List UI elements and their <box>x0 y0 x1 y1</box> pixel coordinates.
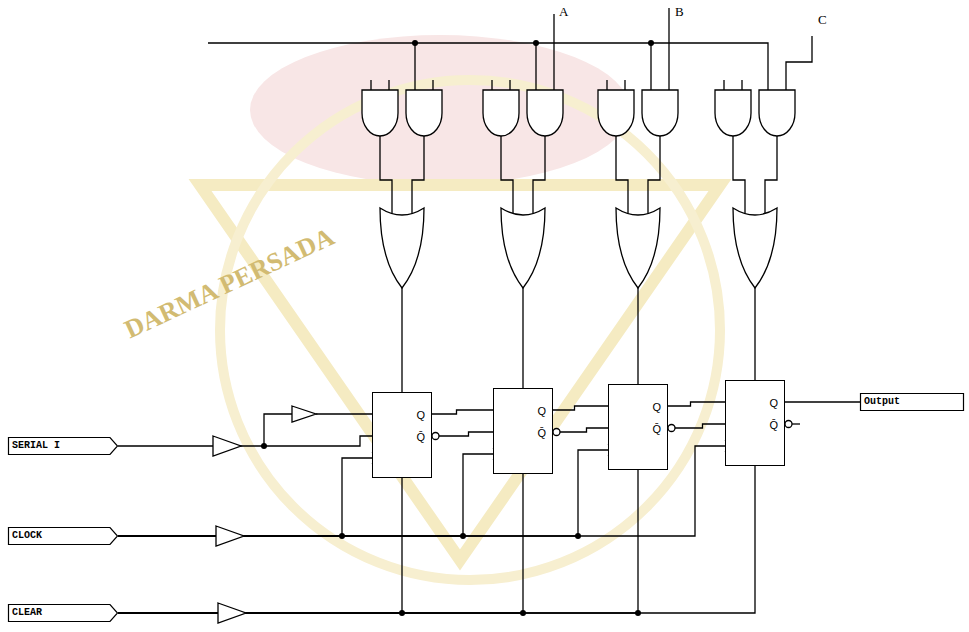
and-gate <box>598 90 634 136</box>
gate-wire <box>616 136 660 214</box>
signal-wire <box>432 432 493 436</box>
signal-c-wire <box>786 36 812 90</box>
junction-dot <box>575 533 581 539</box>
and-gate <box>483 90 519 136</box>
or-gates <box>380 208 777 288</box>
output-label: Q <box>652 400 661 414</box>
buffer-symbol <box>292 406 316 422</box>
junction-dot <box>648 40 654 46</box>
input-pin: CLEAR <box>8 604 118 622</box>
signal-name: C <box>818 12 827 28</box>
junction-dot <box>533 40 539 46</box>
bus-tap <box>415 43 651 90</box>
and-gate <box>759 90 795 136</box>
gate-wire <box>733 136 777 214</box>
or-gate <box>616 208 660 288</box>
signal-wire <box>553 428 608 432</box>
buffer-symbol <box>216 526 244 546</box>
output-label: Q <box>416 408 425 422</box>
signal-wire <box>118 458 372 536</box>
logo-ring <box>220 80 720 580</box>
signal-name: A <box>559 4 568 20</box>
flip-flop: Q Q̄ <box>372 392 432 478</box>
output-label: Q <box>769 396 778 410</box>
junction-dot <box>339 533 345 539</box>
signal-wire <box>118 466 755 613</box>
pin-name: CLEAR <box>12 607 42 619</box>
output-label: Q̄ <box>416 430 425 444</box>
output-label: Q <box>537 404 546 418</box>
flip-flop: Q Q̄ <box>493 388 553 474</box>
output-pin: Output <box>860 393 964 411</box>
or-gate <box>501 208 545 288</box>
and-gate <box>642 90 678 136</box>
inversion-bubble <box>668 425 675 432</box>
inversion-bubble <box>553 429 560 436</box>
output-label: Q̄ <box>769 418 778 432</box>
or-gate <box>380 208 424 288</box>
signal-b-wire <box>668 8 669 90</box>
inversion-bubble <box>785 421 792 428</box>
q-bar-stub <box>792 423 800 424</box>
buffer-symbol <box>218 603 246 623</box>
and-gates <box>362 90 795 136</box>
bus-wire <box>208 43 768 90</box>
junction-dot <box>261 443 267 449</box>
signal-a-wire <box>553 14 554 90</box>
junctions <box>261 40 654 616</box>
flip-flop: Q Q̄ <box>608 384 668 470</box>
junction-dot <box>520 610 526 616</box>
watermark: DARMA PERSADA <box>120 222 339 345</box>
pin-name: CLOCK <box>12 530 42 542</box>
input-pin: SERIAL I <box>8 437 118 455</box>
signal-wire <box>118 474 523 613</box>
and-gate <box>527 90 563 136</box>
serial-branch-wire <box>264 414 372 446</box>
output-label: Q̄ <box>537 426 546 440</box>
junction-dot <box>399 610 405 616</box>
logo-triangle <box>200 185 720 560</box>
logo-shape <box>250 35 630 185</box>
gate-wire <box>501 136 545 214</box>
pin-name: SERIAL I <box>12 440 60 452</box>
and-gate <box>362 90 398 136</box>
signal-wire <box>118 470 638 613</box>
gate-input-stub <box>371 80 742 90</box>
gate-wire <box>380 136 424 214</box>
buffer-symbol <box>213 436 241 456</box>
wires <box>208 8 812 446</box>
and-gate <box>406 90 442 136</box>
signal-wire <box>668 424 725 428</box>
inversion-bubble <box>432 433 439 440</box>
junction-dot <box>635 610 641 616</box>
input-pin: CLOCK <box>8 527 118 545</box>
signal-wire <box>785 401 860 402</box>
signal-wire <box>118 436 372 446</box>
signal-wire <box>668 402 725 406</box>
pin-name: Output <box>864 396 900 408</box>
signal-wire <box>432 410 493 414</box>
or-gate <box>733 208 777 288</box>
signal-name: B <box>675 4 684 20</box>
gate-output-wire <box>402 288 755 392</box>
junction-dot <box>412 40 418 46</box>
and-gate <box>715 90 751 136</box>
signal-wire <box>118 454 493 536</box>
flip-flop: Q Q̄ <box>725 380 785 466</box>
signal-wire <box>553 406 608 410</box>
output-label: Q̄ <box>652 422 661 436</box>
junction-dot <box>460 533 466 539</box>
signal-wire <box>118 478 402 613</box>
